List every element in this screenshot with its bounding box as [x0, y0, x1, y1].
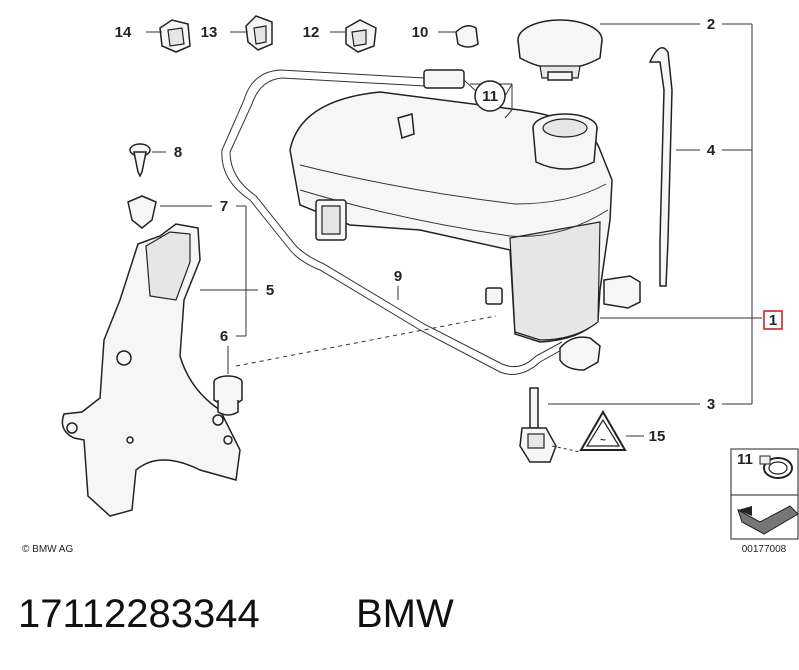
clip-14-drawing — [159, 19, 191, 53]
clip-7-drawing — [127, 195, 157, 229]
warning-label-drawing: ~ — [579, 410, 627, 451]
hose-connector-drawing — [423, 69, 465, 89]
callout-12: 12 — [303, 24, 320, 41]
vent-line-drawing — [221, 69, 566, 375]
hose-clamp-icon — [759, 455, 793, 479]
brand-name: BMW — [356, 592, 454, 636]
vent-line-inner — [229, 77, 563, 368]
clip-10-drawing — [455, 25, 479, 48]
callout-13: 13 — [201, 24, 218, 41]
part-number: 17112283344 — [18, 592, 260, 636]
level-sensor-drawing — [519, 387, 557, 463]
leader-lines — [146, 23, 762, 437]
callout-9: 9 — [394, 268, 402, 285]
callout-6: 6 — [220, 328, 228, 345]
sensor-dash — [551, 445, 581, 453]
callout-10: 10 — [412, 24, 429, 41]
callout-11-circle — [474, 80, 506, 112]
callout-15: 15 — [649, 428, 666, 445]
tank-cap-drawing — [517, 19, 603, 81]
callout-4: 4 — [707, 142, 716, 159]
callout-8: 8 — [174, 144, 182, 161]
callout-3: 3 — [707, 396, 715, 413]
callout-2: 2 — [707, 16, 715, 33]
legend-panel: 11 00177008 — [730, 448, 799, 555]
expansion-tank-drawing — [289, 91, 641, 343]
copyright-text: © BMW AG — [22, 544, 73, 555]
callout-5: 5 — [266, 282, 274, 299]
callout-1-highlight-box — [763, 310, 783, 330]
svg-text:~: ~ — [600, 435, 606, 446]
image-number: 00177008 — [742, 544, 787, 555]
hose-4-drawing — [648, 47, 673, 287]
callout-11: 11 — [482, 88, 498, 105]
legend-callout-11: 11 — [737, 451, 753, 468]
bracket-drawing — [61, 223, 241, 517]
direction-arrow-icon — [737, 505, 799, 535]
callout-1: 1 — [769, 312, 777, 329]
callout-14: 14 — [115, 24, 132, 41]
clip-13-drawing — [245, 15, 273, 51]
lower-connector-drawing — [559, 336, 601, 371]
rubber-mount-drawing — [213, 375, 243, 416]
clip-12-drawing — [345, 19, 377, 53]
wire-clip-drawing — [485, 287, 503, 305]
screw-drawing — [129, 143, 151, 178]
callout-7: 7 — [220, 198, 228, 215]
